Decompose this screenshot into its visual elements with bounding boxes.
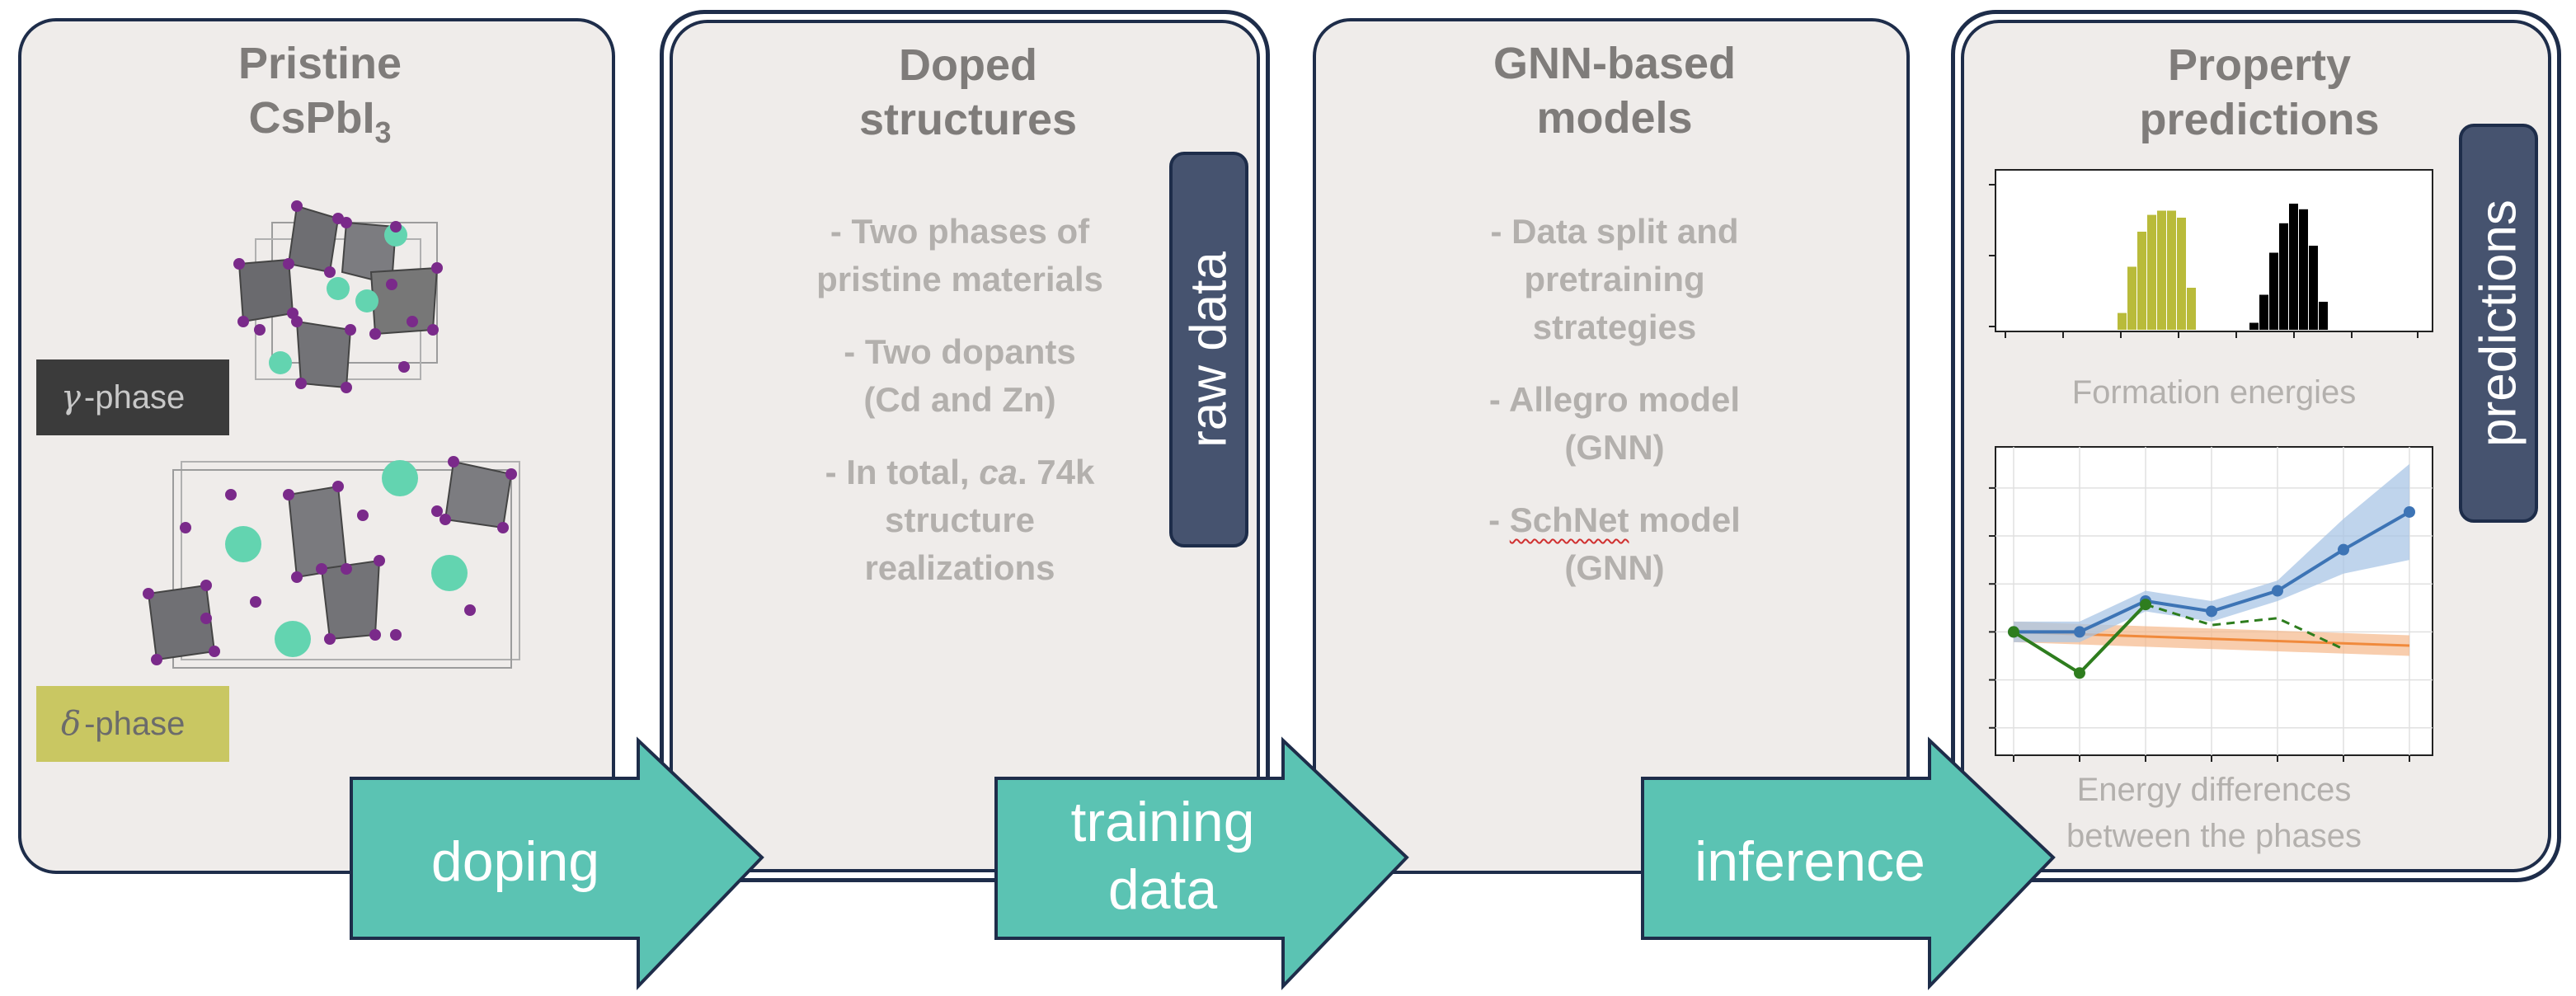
doping-arrow-label: doping	[430, 830, 600, 893]
green-series-point	[2140, 599, 2151, 611]
blue-series-point	[2338, 543, 2349, 556]
hist-bar	[2269, 252, 2278, 330]
green-series-point	[2008, 626, 2019, 638]
pristine-title: Pristine CsPbI3	[237, 39, 402, 149]
hist-bar	[2259, 294, 2268, 330]
gnn-panel: GNN-based models - Data split and pretra…	[1313, 18, 1910, 874]
hist-bar	[2249, 322, 2259, 330]
doping-arrow	[350, 736, 764, 990]
hist-bar	[2137, 232, 2146, 330]
energy-differences-caption: Energy differences between the phases	[2066, 772, 2362, 854]
raw-data-tab: raw data	[1169, 152, 1248, 547]
hist-bar	[2118, 312, 2127, 330]
hist-bar	[2127, 266, 2136, 330]
hist-bar	[2157, 210, 2166, 330]
doped-panel: Doped structures - Two phases of pristin…	[670, 20, 1260, 872]
blue-series-point	[2074, 626, 2085, 638]
predictions-panel-frame	[1951, 10, 2561, 882]
doped-bullet-total: - In total, ca. 74k structure realizatio…	[825, 453, 1095, 587]
blue-series-point	[2272, 585, 2283, 597]
gamma-phase-label: γ-phase	[36, 359, 229, 435]
energy-difference-line-chart	[1989, 446, 2433, 762]
hist-frame	[1995, 169, 2433, 332]
inference-arrow	[1641, 736, 2056, 990]
gamma-phase-crystal	[233, 200, 443, 393]
doped-bullet-dopants: - Two dopants (Cd and Zn)	[844, 332, 1076, 419]
delta-phase-crystal	[143, 456, 520, 669]
inference-arrow-label: inference	[1695, 830, 1925, 893]
hist-bar	[2319, 302, 2328, 330]
hist-bar	[2167, 210, 2176, 330]
doped-panel-frame	[660, 10, 1270, 882]
green-series-point	[2074, 667, 2085, 679]
delta-phase-label: δ-phase	[36, 686, 229, 762]
hist-bar	[2299, 209, 2308, 330]
formation-energies-caption: Formation energies	[2071, 374, 2357, 411]
hist-bar	[2177, 218, 2186, 330]
predictions-title: Property predictions	[2139, 40, 2380, 144]
gnn-bullet-split: - Data split and pretraining strategies	[1490, 212, 1739, 346]
hist-bar	[2309, 246, 2318, 330]
gnn-bullet-allegro: - Allegro model (GNN)	[1488, 380, 1741, 467]
green-series-dashed-line	[2145, 603, 2344, 651]
training-data-arrow	[994, 736, 1409, 990]
training-data-arrow-label: training data	[1070, 791, 1255, 921]
doped-bullet-phases: - Two phases of pristine materials	[816, 212, 1103, 298]
predictions-tab: predictions	[2459, 124, 2538, 523]
hist-bar	[2187, 288, 2196, 330]
doped-title: Doped structures	[858, 40, 1078, 144]
hist-bar	[2289, 204, 2298, 330]
gnn-bullet-schnet: - SchNet model (GNN)	[1488, 500, 1741, 587]
blue-series-point	[2206, 605, 2217, 618]
hist-bar	[2279, 223, 2288, 330]
formation-energy-histogram	[1989, 169, 2433, 338]
hist-bar	[2147, 214, 2156, 330]
blue-series-point	[2404, 505, 2415, 518]
gnn-title: GNN-based models	[1492, 39, 1737, 143]
